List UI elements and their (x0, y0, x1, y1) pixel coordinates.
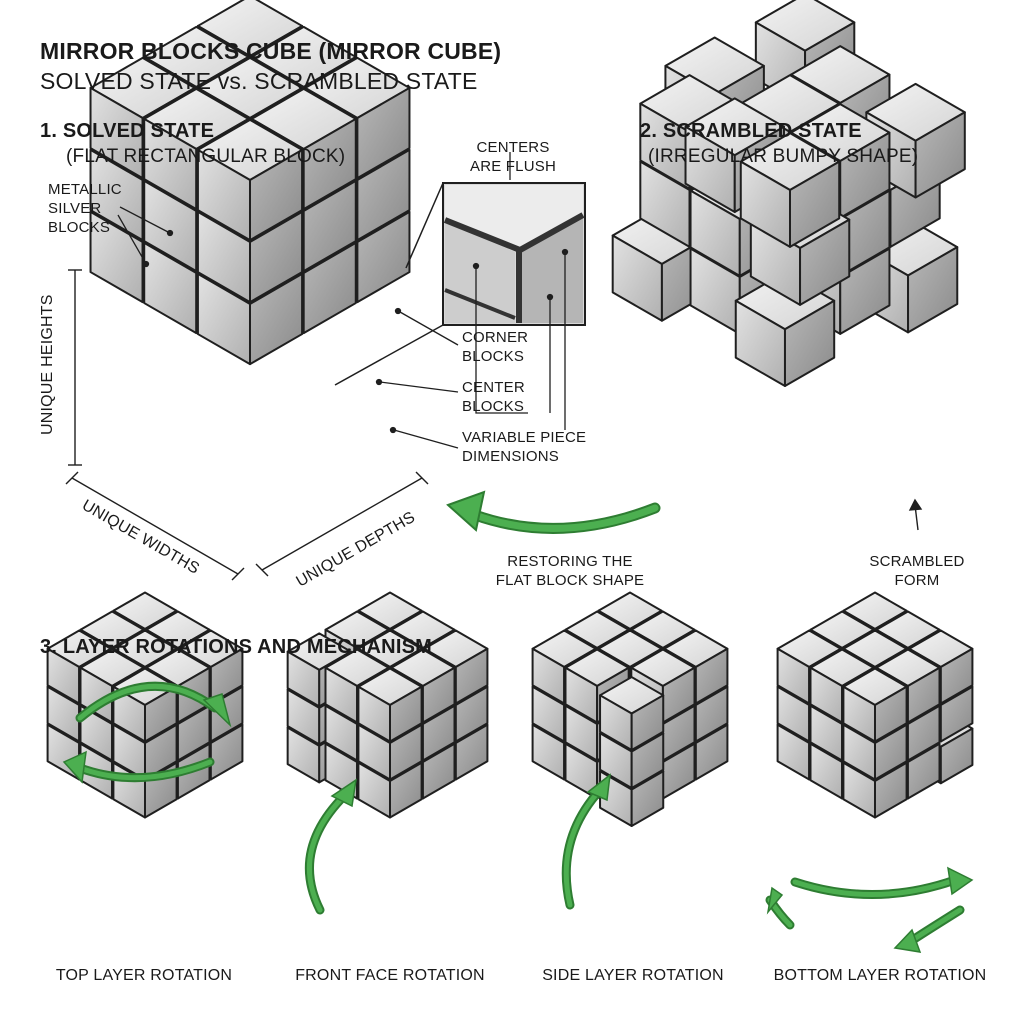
scrambled-heading: 2. SCRAMBLED STATE (640, 120, 862, 143)
label-corner-blocks: CORNER BLOCKS (462, 328, 528, 366)
scrambled-subheading: (IRREGULAR BUMPY SHAPE) (648, 146, 918, 168)
caption-front-rotation: FRONT FACE ROTATION (284, 967, 496, 985)
restore-arrow-icon (448, 492, 655, 530)
label-unique-heights: UNIQUE HEIGHTS (38, 294, 57, 435)
bottom-rotation-cube (778, 593, 973, 818)
page-subtitle: SOLVED STATE vs. SCRAMBLED STATE (40, 68, 478, 95)
label-scrambled-form: SCRAMBLED FORM (862, 552, 972, 590)
bottom-rotation-arrow-icon (768, 888, 790, 925)
label-metallic: METALLIC SILVER BLOCKS (48, 180, 122, 237)
caption-top-rotation: TOP LAYER ROTATION (38, 967, 250, 985)
bottom-rotation-arrow-icon (795, 868, 972, 895)
side-rotation-arrow-icon (566, 775, 610, 905)
caption-side-rotation: SIDE LAYER ROTATION (527, 967, 739, 985)
side-rotation-cube (533, 593, 728, 827)
label-variable-dimensions: VARIABLE PIECE DIMENSIONS (462, 428, 586, 466)
scrambled-cube (613, 0, 965, 386)
front-rotation-cube (288, 593, 488, 818)
bottom-rotation-arrow-icon (895, 910, 960, 952)
rotations-heading: 3. LAYER ROTATIONS AND MECHANISM (40, 636, 432, 659)
label-centers-flush: CENTERS ARE FLUSH (463, 138, 563, 176)
caption-bottom-rotation: BOTTOM LAYER ROTATION (765, 967, 995, 985)
page-title: MIRROR BLOCKS CUBE (MIRROR CUBE) (40, 38, 501, 65)
solved-heading: 1. SOLVED STATE (40, 120, 214, 143)
label-center-blocks: CENTER BLOCKS (462, 378, 525, 416)
front-rotation-arrow-icon (309, 780, 356, 910)
label-restore: RESTORING THE FLAT BLOCK SHAPE (480, 552, 660, 590)
solved-subheading: (FLAT RECTANGULAR BLOCK) (66, 146, 345, 168)
